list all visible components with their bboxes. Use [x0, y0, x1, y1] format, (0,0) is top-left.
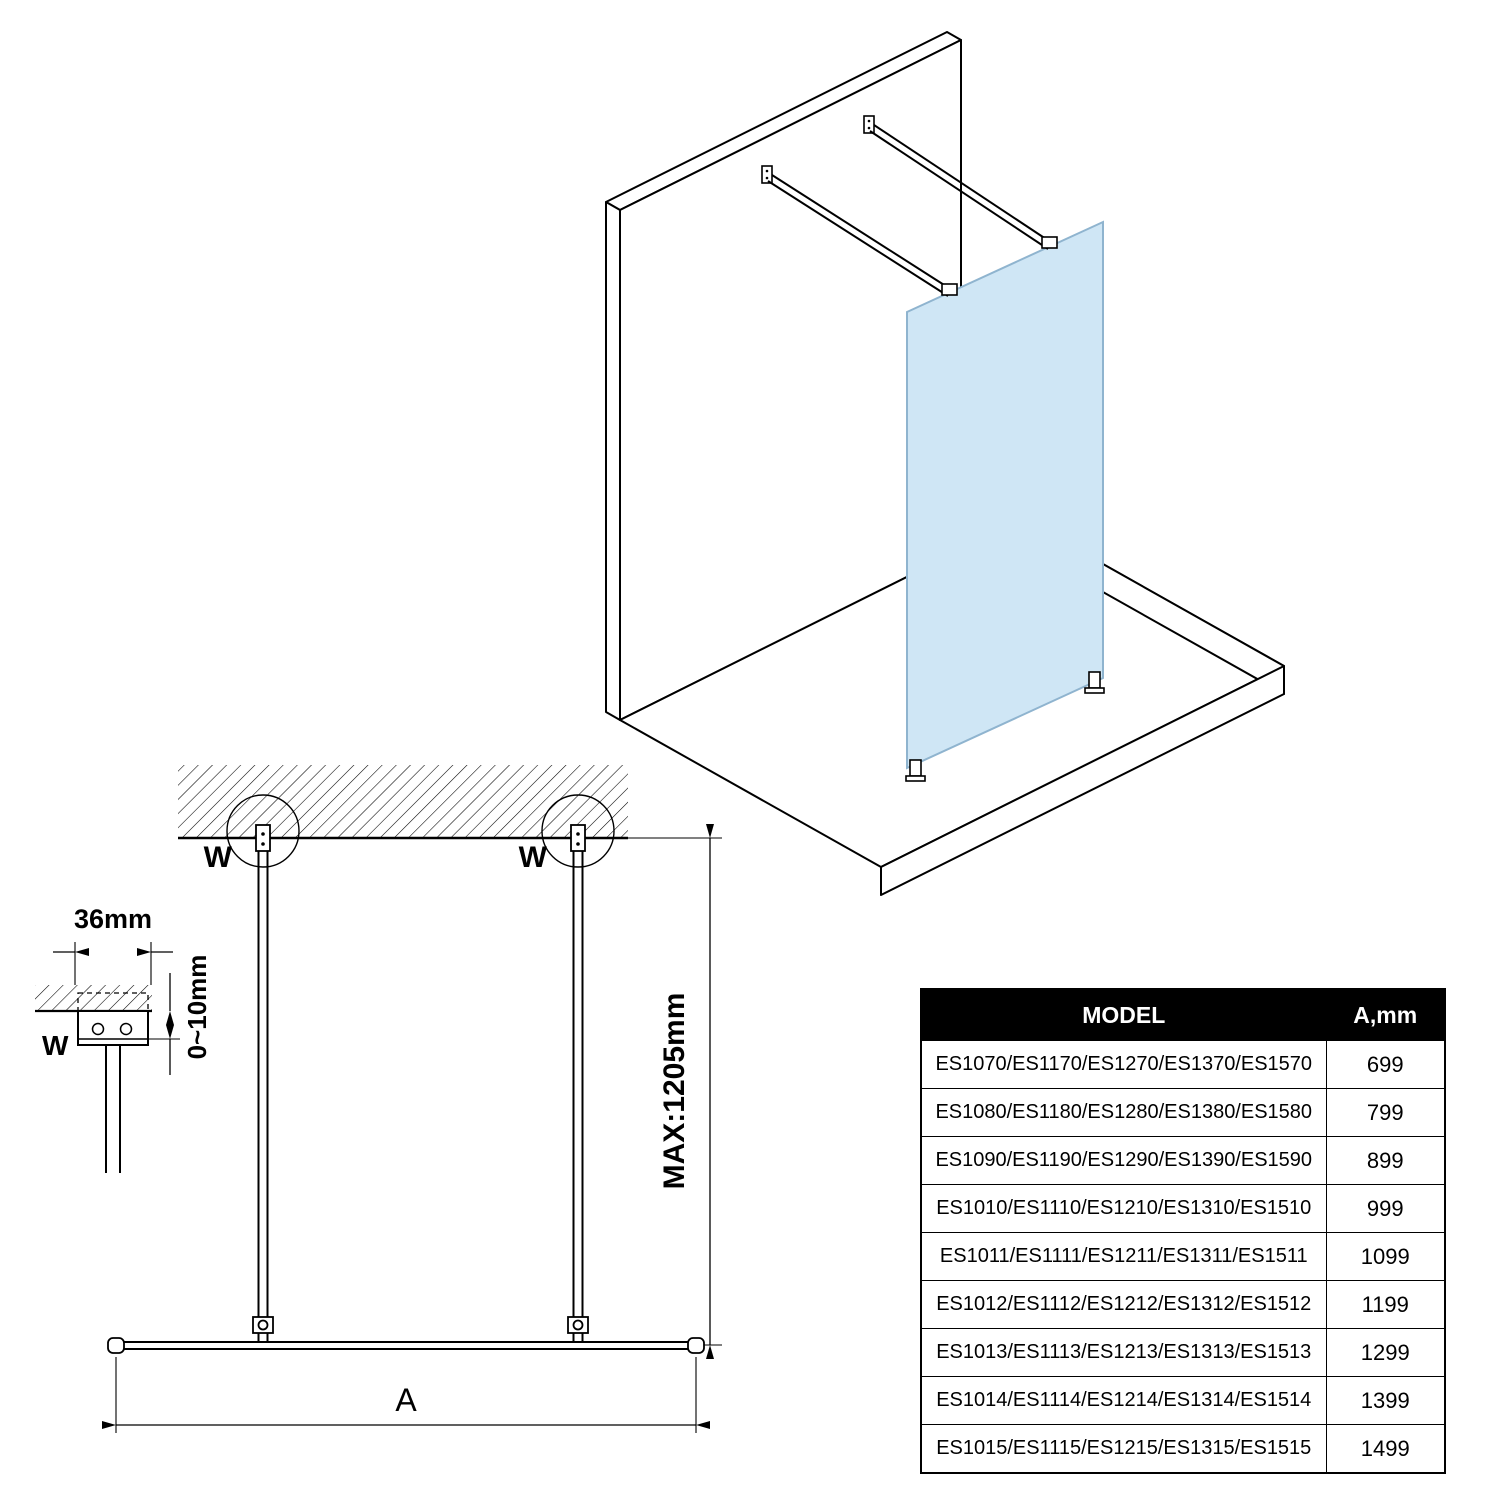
spec-table: MODEL A,mm ES1070/ES1170/ES1270/ES1370/E…: [920, 988, 1446, 1474]
dim-max-label: MAX:1205mm: [658, 993, 691, 1190]
model-cell: ES1070/ES1170/ES1270/ES1370/ES1570: [920, 1040, 1327, 1089]
a-value-cell: 1199: [1325, 1280, 1446, 1329]
dim-max: MAX:1205mm: [658, 824, 722, 1359]
dim-36-label: 36mm: [74, 904, 152, 934]
a-value-cell: 699: [1325, 1040, 1446, 1089]
header-a-mm: A,mm: [1325, 988, 1446, 1041]
model-cell: ES1090/ES1190/ES1290/ES1390/ES1590: [920, 1136, 1327, 1185]
a-value-cell: 799: [1325, 1088, 1446, 1137]
isometric-view: [605, 31, 1285, 896]
a-value-cell: 1399: [1325, 1376, 1446, 1425]
dim-a: A: [102, 1357, 710, 1433]
plan-view: W W: [35, 765, 722, 1433]
a-value-cell: 1299: [1325, 1328, 1446, 1377]
glass-panel-plan: [107, 1337, 705, 1354]
glass-panel: [906, 220, 1104, 770]
wall-mount-highlight-right: [541, 794, 615, 868]
w-label-left: W: [204, 841, 233, 874]
support-bar-rear: [863, 115, 1058, 250]
support-bar-front: [761, 165, 958, 297]
support-bar-right-plan: [572, 851, 584, 1317]
dim-gap-label: 0~10mm: [182, 955, 212, 1060]
a-value-cell: 899: [1325, 1136, 1446, 1185]
model-cell: ES1011/ES1111/ES1211/ES1311/ES1511: [920, 1232, 1327, 1281]
a-value-cell: 1499: [1325, 1424, 1446, 1474]
model-cell: ES1080/ES1180/ES1280/ES1380/ES1580: [920, 1088, 1327, 1137]
w-label-right: W: [519, 841, 548, 874]
a-value-cell: 1099: [1325, 1232, 1446, 1281]
dim-a-label: A: [395, 1382, 417, 1418]
wall-mount-highlight-left: [226, 794, 300, 868]
a-value-cell: 999: [1325, 1184, 1446, 1233]
wall-bracket-left: [255, 824, 271, 852]
glass-clamp-right: [567, 1316, 589, 1342]
model-cell: ES1013/ES1113/ES1213/ES1313/ES1513: [920, 1328, 1327, 1377]
glass-foot: [905, 671, 1105, 782]
model-cell: ES1015/ES1115/ES1215/ES1315/ES1515: [920, 1424, 1327, 1474]
glass-clamp-left: [252, 1316, 274, 1342]
header-model: MODEL: [920, 988, 1327, 1041]
w-label-detail: W: [42, 1030, 69, 1061]
wall-panel: [605, 31, 962, 721]
table-header-row: MODEL A,mm: [920, 988, 1446, 1041]
model-cell: ES1012/ES1112/ES1212/ES1312/ES1512: [920, 1280, 1327, 1329]
model-cell: ES1014/ES1114/ES1214/ES1314/ES1514: [920, 1376, 1327, 1425]
bracket-detail: 36mm 0~10mm W: [35, 904, 212, 1173]
wall-bracket-right: [570, 824, 586, 852]
wall-section: [178, 765, 722, 840]
model-cell: ES1010/ES1110/ES1210/ES1310/ES1510: [920, 1184, 1327, 1233]
support-bar-left-plan: [257, 851, 269, 1317]
